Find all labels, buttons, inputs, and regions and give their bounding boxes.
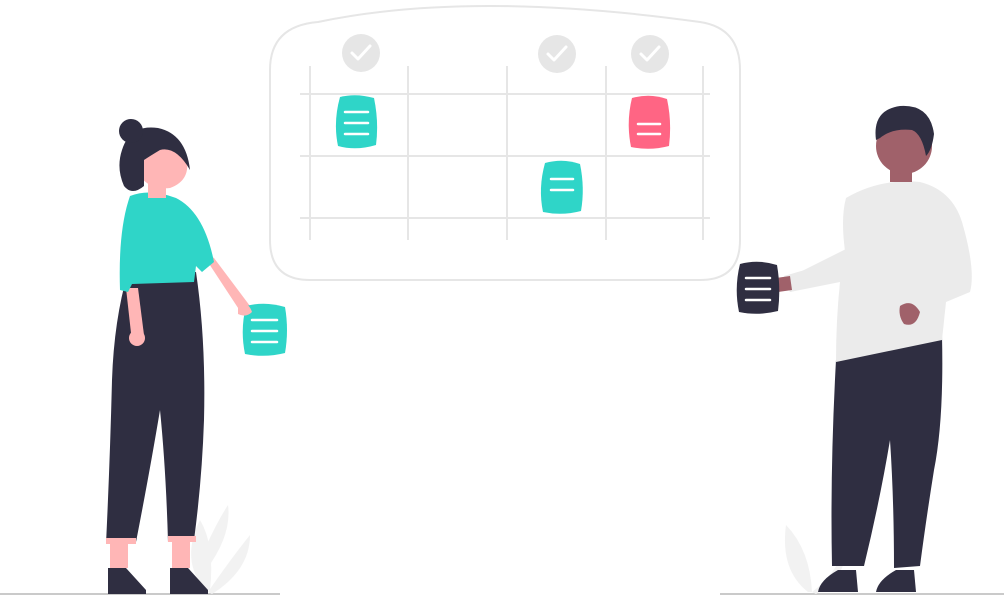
- shoe: [170, 568, 208, 594]
- shoe: [876, 570, 916, 592]
- arm: [126, 288, 144, 343]
- sticky-note-teal: [540, 160, 583, 214]
- shoe: [818, 570, 858, 592]
- hair: [119, 127, 190, 191]
- check-circle-icon: [538, 35, 576, 73]
- shirt: [784, 181, 972, 362]
- sticky-note-pink: [628, 95, 671, 149]
- sticky-note-held-dark: [736, 261, 780, 314]
- trousers: [831, 336, 943, 568]
- person-right: [776, 105, 972, 592]
- check-circle-icon: [631, 35, 669, 73]
- arm: [200, 250, 250, 314]
- check-circle-icon: [342, 34, 380, 72]
- leaf-plant: [191, 505, 250, 594]
- shoe: [108, 568, 146, 594]
- hair: [875, 105, 934, 156]
- shirt: [119, 192, 214, 292]
- trousers: [106, 272, 205, 544]
- sticky-note-held-teal: [242, 303, 287, 356]
- person-left: [106, 119, 250, 594]
- planning-board: [269, 5, 741, 281]
- board-frame: [269, 5, 741, 281]
- hand: [899, 303, 920, 325]
- board-grid: [300, 66, 710, 240]
- sticky-note-teal: [335, 95, 378, 149]
